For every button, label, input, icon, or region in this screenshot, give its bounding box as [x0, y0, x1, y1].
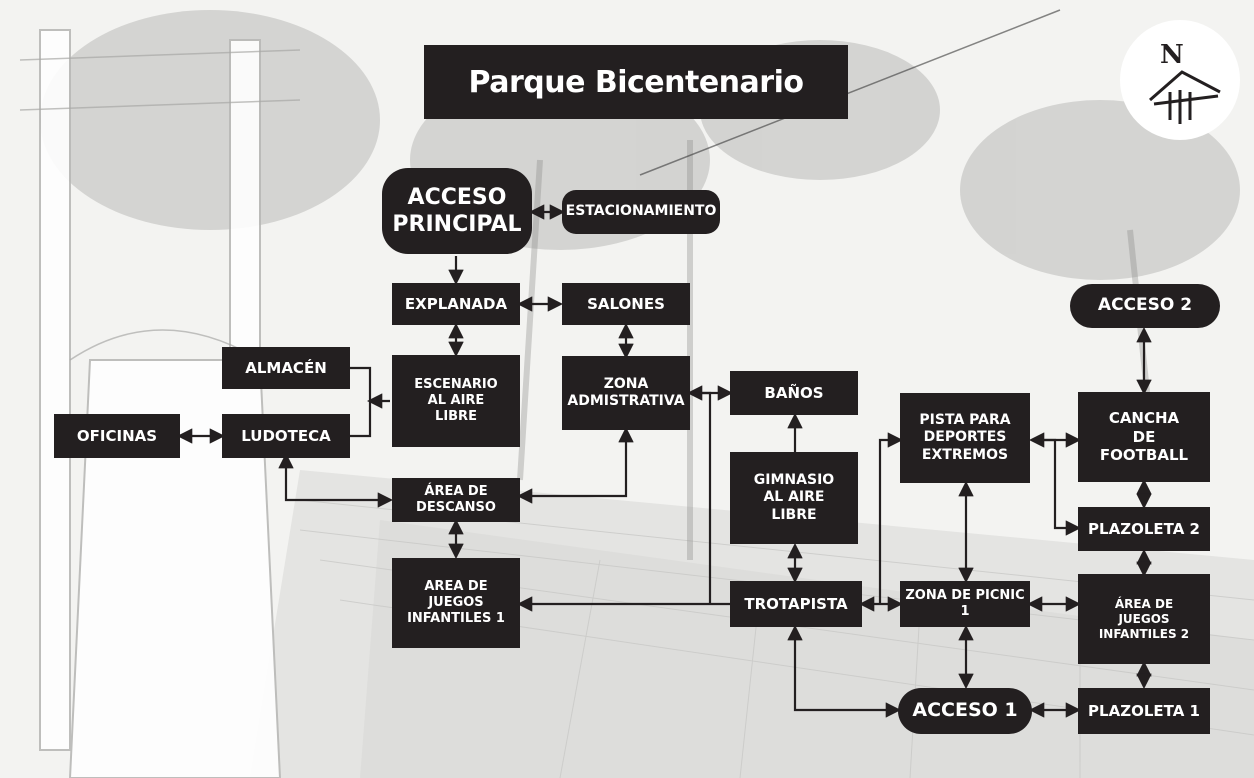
compass	[1120, 20, 1240, 140]
edge-pista-plazoleta2	[1032, 438, 1082, 536]
compass-north-label: N	[1160, 40, 1184, 70]
node-acceso-principal: ACCESO PRINCIPAL	[382, 168, 532, 254]
node-trotapista: TROTAPISTA	[730, 581, 862, 627]
node-estacionamiento: ESTACIONAMIENTO	[562, 190, 720, 234]
node-almacen: ALMACÉN	[222, 347, 350, 389]
edge-ludoteca-descanso	[278, 452, 394, 508]
edge-zona-descanso	[516, 426, 634, 504]
edge-trotapista-zona	[686, 385, 712, 604]
node-gimnasio-aire-libre: GIMNASIO AL AIRE LIBRE	[730, 452, 858, 544]
node-area-juegos-infantiles-2: ÁREA DE JUEGOS INFANTILES 2	[1078, 574, 1210, 664]
node-explanada: EXPLANADA	[392, 283, 520, 325]
node-cancha-football: CANCHA DE FOOTBALL	[1078, 392, 1210, 482]
node-banos: BAÑOS	[730, 371, 858, 415]
node-zona-picnic-1: ZONA DE PICNIC 1	[900, 581, 1030, 627]
node-area-descanso: ÁREA DE DESCANSO	[392, 478, 520, 522]
node-ludoteca: LUDOTECA	[222, 414, 350, 458]
node-plazoleta-1: PLAZOLETA 1	[1078, 688, 1210, 734]
map-title: Parque Bicentenario	[424, 45, 848, 119]
node-zona-administrativa: ZONA ADMISTRATIVA	[562, 356, 690, 430]
edge-trotapista-pista	[878, 432, 904, 604]
north-arrow-icon	[1149, 70, 1221, 124]
node-acceso-2: ACCESO 2	[1070, 284, 1220, 328]
node-plazoleta-2: PLAZOLETA 2	[1078, 507, 1210, 551]
node-escenario-aire-libre: ESCENARIO AL AIRE LIBRE	[392, 355, 520, 447]
node-pista-deportes-extremos: PISTA PARA DEPORTES EXTREMOS	[900, 393, 1030, 483]
node-salones: SALONES	[562, 283, 690, 325]
node-acceso-1: ACCESO 1	[898, 688, 1032, 734]
edge-trotapista-acceso1	[787, 624, 902, 718]
node-oficinas: OFICINAS	[54, 414, 180, 458]
edge-almacen-ludoteca-escenario	[350, 366, 372, 438]
node-area-juegos-infantiles-1: AREA DE JUEGOS INFANTILES 1	[392, 558, 520, 648]
